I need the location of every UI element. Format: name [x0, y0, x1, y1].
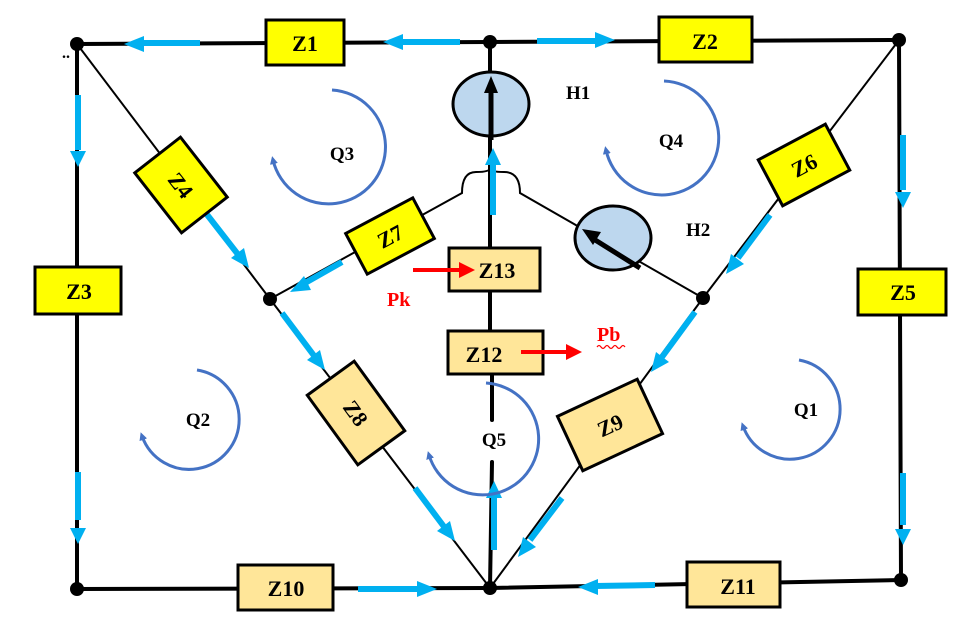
svg-text:Q5: Q5 [482, 430, 506, 451]
flow-arrows [70, 32, 911, 597]
flow-arrow-z7-icon [290, 276, 311, 292]
loop-q5: Q5 [426, 381, 541, 497]
svg-text:Z12: Z12 [466, 342, 503, 367]
flow-arrow-right-upper-icon [895, 192, 911, 208]
pump-h2-arrow-head-icon [582, 229, 601, 245]
pump-h2-arrow [590, 235, 642, 271]
svg-text:Z5: Z5 [890, 280, 916, 305]
node-bottom-center [483, 581, 497, 595]
impedance-z3[interactable]: Z3 [33, 265, 123, 316]
pump-h1[interactable]: H1 [451, 70, 590, 140]
loop-q3: Q3 [270, 88, 387, 206]
node-top-center [483, 35, 497, 49]
node-top-right [892, 33, 906, 47]
flow-arrow-left-lower-icon [70, 528, 86, 544]
loop-q2-arrow-icon [139, 368, 241, 471]
impedance-z12[interactable]: Z12 [446, 329, 545, 376]
loop-q1-arrow-icon [740, 358, 842, 461]
pump-h1-arrow-head-icon [484, 76, 498, 93]
node-left-inner [263, 292, 277, 306]
flow-arrow-z6-icon [726, 254, 744, 274]
flow-arrow-z4-icon [231, 248, 249, 268]
svg-text:Q2: Q2 [186, 410, 210, 431]
svg-text:Z1: Z1 [292, 31, 318, 56]
impedance-z4[interactable]: Z4 [132, 135, 230, 235]
nodes: .. [62, 33, 908, 596]
loop-q3-arrow-icon [270, 88, 387, 206]
svg-text:Pb: Pb [597, 324, 620, 346]
impedance-z8[interactable]: Z8 [305, 359, 407, 467]
impedance-z9[interactable]: Z9 [555, 377, 665, 473]
svg-text:Q1: Q1 [794, 400, 818, 421]
impedance-z11[interactable]: Z11 [685, 560, 782, 609]
svg-text:Z11: Z11 [720, 574, 755, 599]
impedance-z2[interactable]: Z2 [657, 15, 754, 64]
svg-text:H2: H2 [686, 220, 710, 241]
flow-arrow-z9-upper-icon [651, 352, 669, 372]
svg-text:H1: H1 [566, 83, 590, 104]
flow-arrow-left-upper-icon [70, 151, 86, 167]
svg-text:Q4: Q4 [659, 131, 684, 152]
flow-arrow-top-left-icon [124, 36, 144, 52]
svg-text:Z13: Z13 [479, 258, 516, 283]
inflow-pk: Pk [387, 262, 475, 311]
node-top-left [70, 37, 84, 51]
flow-arrow-right-lower-icon [895, 529, 911, 545]
boundary-conditions: Pk Pb [387, 262, 626, 360]
loop-q4-arrow-icon [602, 79, 721, 197]
outflow-arrow-icon [566, 344, 582, 360]
loop-q5-arrow-icon [426, 381, 541, 497]
svg-text:Q3: Q3 [330, 144, 354, 165]
svg-text:Z3: Z3 [66, 279, 92, 304]
node-right-inner [696, 291, 710, 305]
loop-q2: Q2 [139, 368, 241, 471]
pump-h2[interactable]: H2 [573, 204, 710, 272]
flow-arrow-z8-lower-icon [437, 521, 455, 541]
impedance-z10[interactable]: Z10 [236, 563, 335, 612]
inflow-arrow-icon [459, 262, 475, 278]
svg-text:Z2: Z2 [692, 29, 718, 54]
spellcheck-underline [596, 344, 626, 350]
flow-arrow-top-right-icon [595, 32, 615, 48]
svg-text:Pk: Pk [387, 289, 411, 311]
loop-q1: Q1 [740, 358, 842, 461]
node-bottom-right [894, 573, 908, 587]
impedance-z1[interactable]: Z1 [264, 18, 346, 67]
outflow-pb: Pb [521, 324, 626, 360]
loop-q4: Q4 [602, 79, 721, 197]
node-bottom-left [70, 582, 84, 596]
flow-arrow-bottom-left-icon [417, 581, 437, 597]
pumps: H1 H2 [451, 70, 710, 272]
corner-mark: .. [62, 45, 70, 62]
loops: Q3 Q4 Q2 Q5 Q1 [139, 79, 842, 497]
flow-arrow-top-mid-icon [383, 34, 403, 50]
flow-arrow-center-upper-icon [485, 148, 501, 165]
flow-arrow-bottom-right-icon [578, 579, 598, 595]
impedance-z6[interactable]: Z6 [756, 122, 852, 208]
impedance-z5[interactable]: Z5 [856, 267, 948, 317]
flow-arrow-z9-lower-icon [518, 537, 536, 557]
flow-arrow-z8-upper-icon [307, 350, 325, 370]
impedance-z7[interactable]: Z7 [343, 195, 437, 277]
svg-text:Z10: Z10 [268, 576, 305, 601]
